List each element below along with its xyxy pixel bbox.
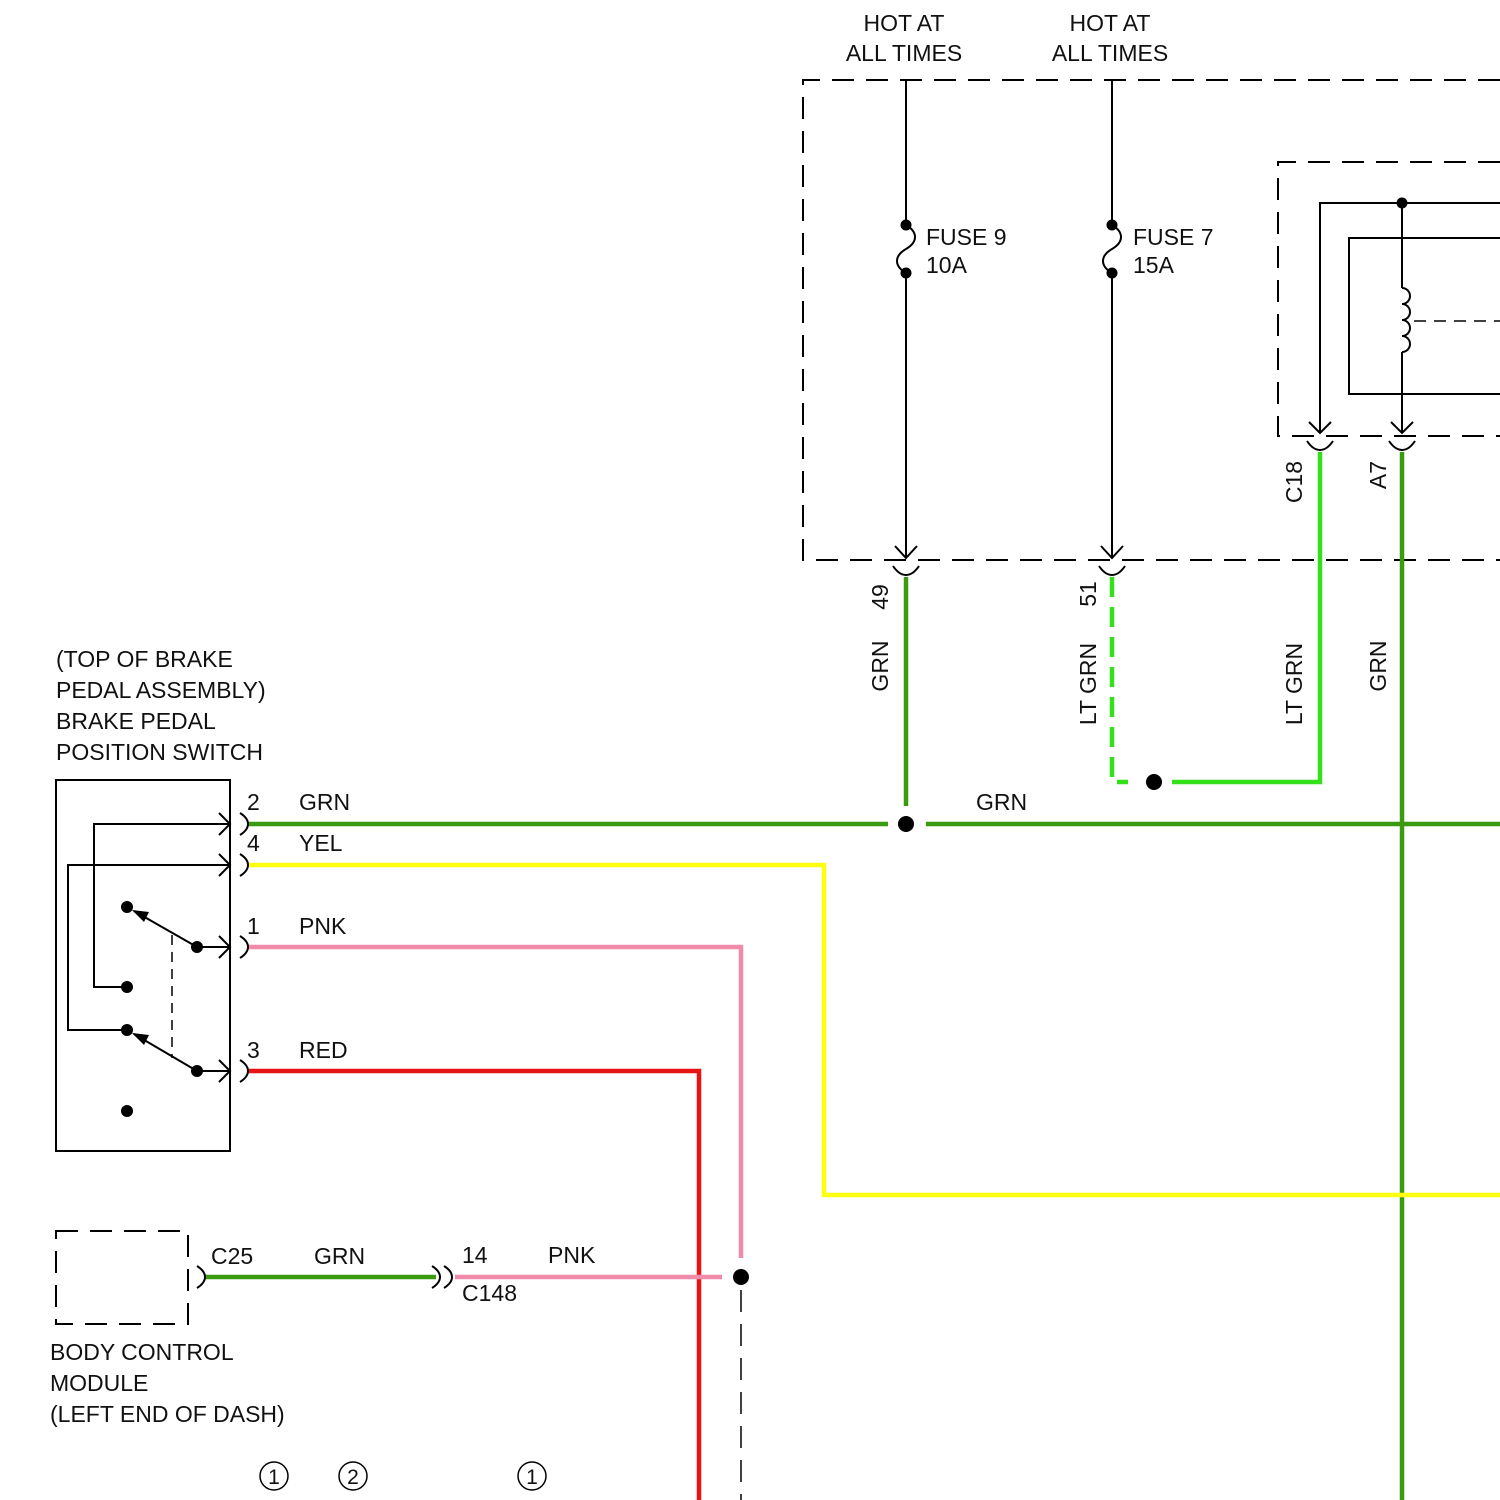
bcm-outline	[56, 1231, 188, 1324]
switch-pin-2-color: GRN	[299, 789, 350, 815]
footnote-2: 2	[339, 1462, 367, 1490]
svg-text:1: 1	[526, 1466, 538, 1489]
switch-label-line1: (TOP OF BRAKE	[56, 646, 233, 672]
switch-label-line3: BRAKE PEDAL	[56, 708, 216, 734]
connector-pin-49: 49	[867, 584, 893, 610]
switch-pin-4-color: YEL	[299, 830, 343, 856]
bcm-label-line3: (LEFT END OF DASH)	[50, 1401, 285, 1427]
connector-c18: C18	[1281, 461, 1307, 503]
hot-at-all-times-left-line1: HOT AT	[864, 10, 945, 36]
wire-label-grn-c25: GRN	[314, 1243, 365, 1269]
connector-pin-51: 51	[1075, 581, 1101, 607]
fuse-7-rating: 15A	[1133, 252, 1175, 278]
connector-c25: C25	[211, 1243, 253, 1269]
footnote-1: 1	[260, 1462, 288, 1490]
connector-a7: A7	[1365, 461, 1391, 489]
fuse-9	[893, 80, 919, 575]
switch-pin-1-color: PNK	[299, 913, 347, 939]
bcm-label-line2: MODULE	[50, 1370, 148, 1396]
connector-c148: C148	[462, 1280, 517, 1306]
brake-pedal-position-switch	[56, 780, 248, 1151]
wire-label-pnk-c148: PNK	[548, 1242, 596, 1268]
switch-pin-4: 4	[247, 830, 260, 856]
wire-label-ltgrn-51: LT GRN	[1075, 643, 1101, 725]
hot-at-all-times-right-line2: ALL TIMES	[1052, 40, 1168, 66]
wire-yel-pin4	[247, 865, 1500, 1195]
footnote-3: 1	[518, 1462, 546, 1490]
splice-pnk	[733, 1269, 749, 1285]
switch-pin-1: 1	[247, 913, 260, 939]
switch-pin-3: 3	[247, 1037, 260, 1063]
wire-label-ltgrn-c18: LT GRN	[1281, 643, 1307, 725]
wire-ltgrn-fuse7	[1112, 577, 1128, 782]
wire-pnk-pin1	[247, 947, 741, 1258]
wire-label-grn-junction: GRN	[976, 789, 1027, 815]
c25-bracket	[197, 1266, 205, 1288]
hot-at-all-times-left-line2: ALL TIMES	[846, 40, 962, 66]
splice-ltgrn	[1146, 774, 1162, 790]
switch-label-line4: POSITION SWITCH	[56, 739, 263, 765]
relay-coil	[1307, 198, 1500, 451]
wire-label-grn-49: GRN	[867, 640, 893, 691]
fuse-9-rating: 10A	[926, 252, 968, 278]
switch-label-line2: PEDAL ASSEMBLY)	[56, 677, 266, 703]
switch-pin-2: 2	[247, 789, 260, 815]
fuse-9-label: FUSE 9	[926, 224, 1007, 250]
fuse-7	[1099, 80, 1125, 575]
splice-grn	[898, 816, 914, 832]
svg-text:1: 1	[268, 1466, 280, 1489]
bcm-label-line1: BODY CONTROL	[50, 1339, 234, 1365]
wire-label-grn-a7: GRN	[1365, 640, 1391, 691]
switch-pin-3-color: RED	[299, 1037, 348, 1063]
hot-at-all-times-right-line1: HOT AT	[1070, 10, 1151, 36]
connector-c148-pin: 14	[462, 1242, 488, 1268]
fuse-block-outline	[803, 80, 1500, 560]
svg-text:2: 2	[347, 1466, 359, 1489]
fuse-7-label: FUSE 7	[1133, 224, 1214, 250]
